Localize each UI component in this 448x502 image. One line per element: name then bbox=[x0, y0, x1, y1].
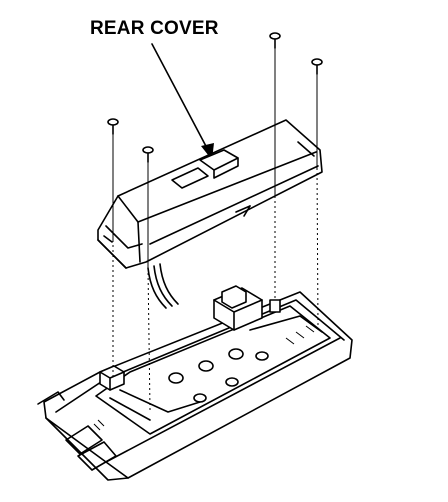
screw-3 bbox=[269, 32, 281, 313]
screw-4 bbox=[311, 58, 323, 327]
rear-cover-label: REAR COVER bbox=[90, 18, 219, 39]
rear-cover bbox=[97, 119, 323, 269]
screw-1 bbox=[107, 118, 119, 380]
callout-arrow bbox=[151, 43, 214, 160]
base-chassis bbox=[37, 263, 353, 481]
screw-2 bbox=[142, 146, 154, 411]
